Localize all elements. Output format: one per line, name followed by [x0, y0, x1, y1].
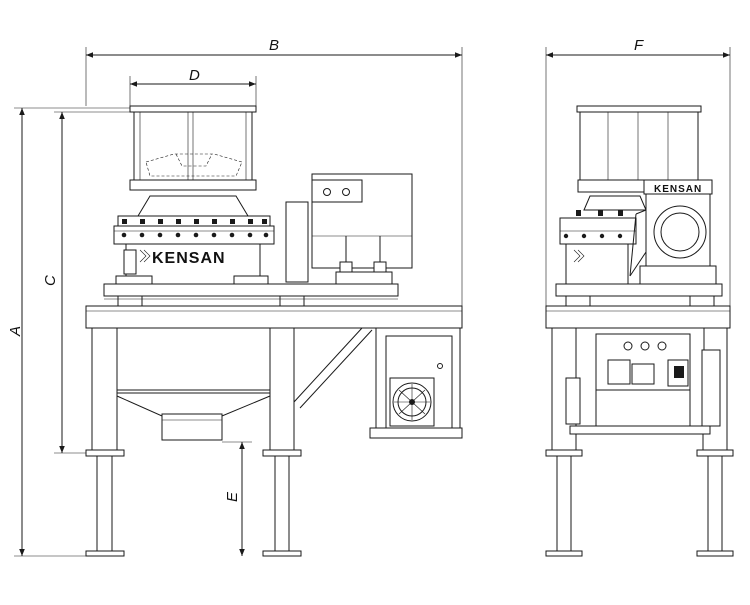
dimension-label-e: E	[224, 491, 241, 502]
side-view: KENSAN	[545, 105, 734, 557]
brand-logo-side: KENSAN	[654, 184, 702, 195]
dimension-label-c: C	[42, 275, 59, 286]
brand-logo-front: KENSAN	[152, 250, 226, 267]
dimension-label-b: B	[269, 37, 279, 54]
dimension-label-a: A	[7, 326, 24, 337]
dimension-label-d: D	[189, 67, 200, 84]
dimension-label-f: F	[634, 37, 644, 54]
front-view: KENSAN	[85, 105, 463, 557]
flange-bolts	[121, 219, 269, 238]
